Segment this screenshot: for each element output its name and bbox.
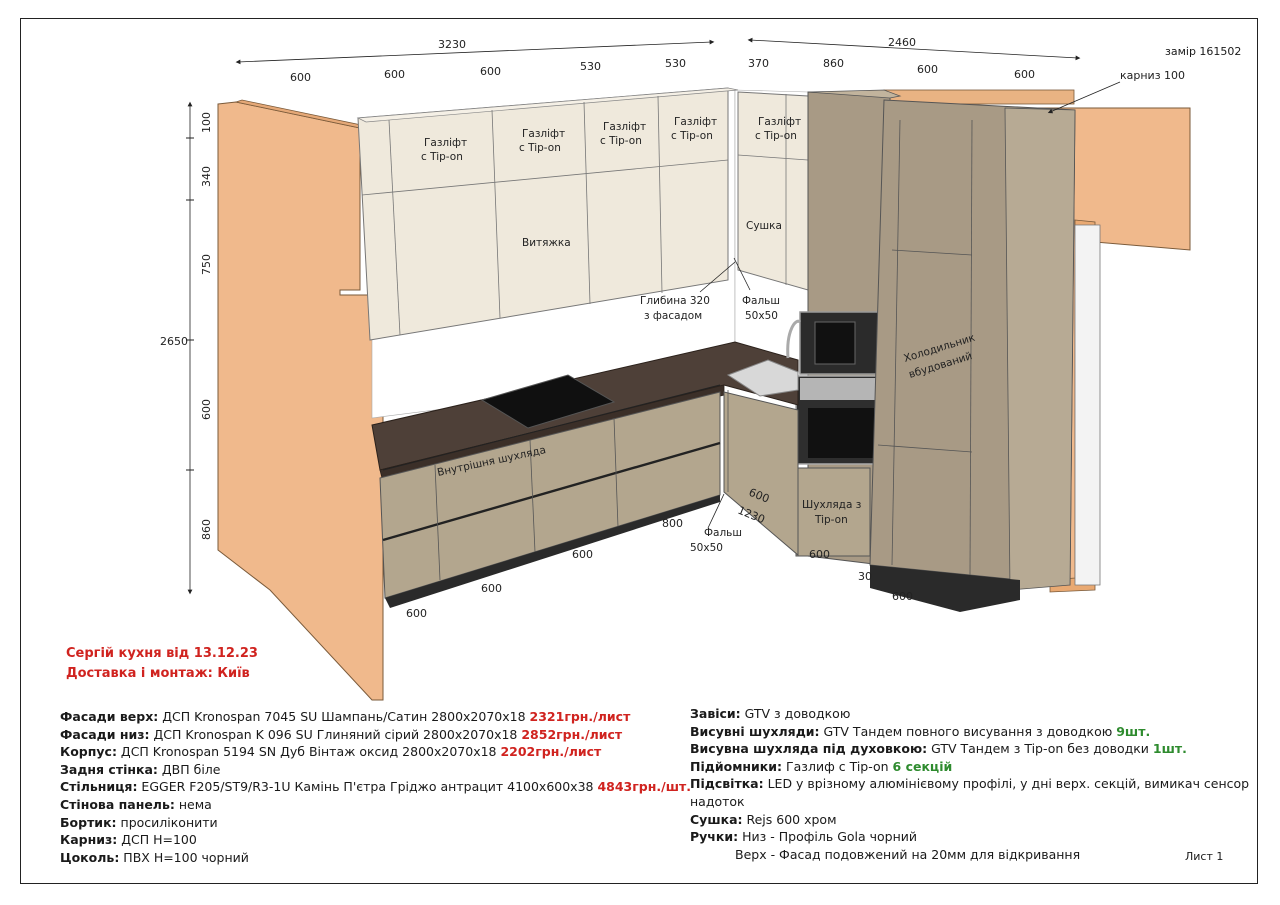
- dim-bottom-600e: 600: [809, 548, 830, 561]
- gaslift-label-5a: Газліфт: [758, 116, 801, 128]
- sheet-frame: [20, 18, 1258, 884]
- spec-row-dryer: Сушка: Rejs 600 хром: [690, 811, 837, 827]
- spec-left: Фасади верх: ДСП Kronospan 7045 SU Шампа…: [60, 708, 691, 866]
- spec-row-edge: Бортик: просиліконити: [60, 814, 218, 830]
- spec-right: Завіси: GTV з доводкою Висувні шухляди: …: [690, 705, 1249, 863]
- title-block: Сергій кухня від 13.12.23 Доставка і мон…: [66, 644, 258, 684]
- left-wall-panel: [217, 101, 384, 701]
- dim-top-7: 860: [823, 57, 844, 70]
- hood-label: Витяжка: [522, 237, 571, 249]
- spec-row-hinges: Завіси: GTV з доводкою: [690, 706, 851, 721]
- dim-bottom-600b: 600: [481, 582, 502, 595]
- right-falsh-panel: [1074, 224, 1101, 586]
- dim-top-5: 530: [665, 57, 686, 70]
- title-line-1: Сергій кухня від 13.12.23: [66, 646, 258, 661]
- spec-row-cornice: Карниз: ДСП H=100: [60, 832, 197, 848]
- tall-plinth: [870, 565, 1020, 612]
- spec-row-handles-top: Верх - Фасад подовжений на 20мм для відк…: [735, 846, 1081, 862]
- plinth-left: [385, 495, 720, 608]
- falsh-top-a: Фальш: [742, 295, 780, 307]
- dim-bottom-800: 800: [662, 517, 683, 530]
- spec-row-facades-bottom: Фасади низ: ДСП Kronospan K 096 SU Глиня…: [60, 726, 623, 742]
- title-line-2: Доставка і монтаж: Київ: [66, 666, 250, 681]
- dim-height-total: 2650: [160, 335, 188, 348]
- sheet-label: Лист 1: [1185, 850, 1224, 863]
- gaslift-label-4b: с Tip-on: [671, 130, 713, 142]
- dim-bottom-600c: 600: [572, 548, 593, 561]
- dim-top-2: 600: [384, 68, 405, 81]
- spec-row-facades-top: Фасади верх: ДСП Kronospan 7045 SU Шампа…: [60, 709, 631, 724]
- spec-row-wall-panel: Стінова панель: нема: [60, 796, 212, 812]
- spec-row-lighting-cont: надоток: [690, 793, 745, 809]
- tall-cabinet-top: [807, 89, 902, 99]
- dim-top-3: 600: [480, 65, 501, 78]
- drawer-tipon-a: Шухляда з: [802, 499, 861, 511]
- dim-top-1: 600: [290, 71, 311, 84]
- upper-top-strip: [356, 87, 739, 123]
- gaslift-label-3b: с Tip-on: [600, 135, 642, 147]
- depth-label-a: Глибина 320: [640, 295, 710, 307]
- spec-row-drawers: Висувні шухляди: GTV Тандем повного вису…: [690, 723, 1151, 739]
- falsh-top-b: 50x50: [745, 310, 778, 322]
- dim-vert-3: 750: [200, 254, 213, 275]
- dim-bottom-600f: 600: [892, 590, 913, 603]
- gaslift-label-1a: Газліфт: [424, 137, 467, 149]
- spec-row-handles: Ручки: Низ - Профіль Gola чорний: [690, 829, 918, 845]
- hob: [480, 374, 616, 429]
- drawer-tipon-b: Tip-on: [814, 514, 848, 526]
- lower-cabinets-corner: [723, 391, 799, 557]
- oven-drawer: [795, 467, 871, 557]
- spec-row-oven-drawer: Висувна шухляда під духовкою: GTV Тандем…: [690, 741, 1187, 757]
- dim-vert-2: 340: [200, 166, 213, 187]
- gaslift-label-4a: Газліфт: [674, 116, 717, 128]
- gaslift-label-2b: с Tip-on: [519, 142, 561, 154]
- gaslift-label-5b: с Tip-on: [755, 130, 797, 142]
- spec-row-plinth: Цоколь: ПВХ H=100 чорний: [60, 849, 249, 865]
- spec-row-carcass: Корпус: ДСП Kronospan 5194 SN Дуб Вінтаж…: [60, 744, 602, 760]
- gaslift-label-3a: Газліфт: [603, 121, 646, 133]
- dim-top-9: 600: [1014, 68, 1035, 81]
- dim-vert-4: 600: [200, 399, 213, 420]
- falsh-bottom-b: 50x50: [690, 542, 723, 554]
- dim-top-8: 600: [917, 63, 938, 76]
- dryer-label: Сушка: [746, 220, 782, 232]
- dim-vert-5: 860: [200, 519, 213, 540]
- spec-row-lifts: Підйомники: Газлиф с Tip-on 6 секцій: [690, 758, 953, 774]
- spec-row-countertop: Стільниця: EGGER F205/ST9/R3-1U Камінь П…: [60, 779, 691, 795]
- gaslift-label-1b: с Tip-on: [421, 151, 463, 163]
- dim-overall-left: 3230: [438, 38, 466, 51]
- dim-bottom-30: 30: [858, 570, 872, 583]
- dim-bottom-600a: 600: [406, 607, 427, 620]
- dim-top-6: 370: [748, 57, 769, 70]
- sink: [726, 359, 799, 397]
- dim-top-4: 530: [580, 60, 601, 73]
- spec-row-back-wall: Задня стінка: ДВП біле: [60, 761, 221, 777]
- dim-overall-right: 2460: [888, 36, 916, 49]
- measure-label: замір 161502: [1165, 45, 1242, 58]
- gaslift-label-2a: Газліфт: [522, 128, 565, 140]
- dim-cornice: карниз 100: [1120, 69, 1185, 82]
- falsh-bottom-a: Фальш: [704, 527, 742, 539]
- tap: [786, 319, 802, 359]
- spec-row-lighting: Підсвітка: LED у врізному алюмінієвому п…: [690, 776, 1250, 792]
- dim-vert-1: 100: [200, 112, 213, 133]
- depth-label-b: з фасадом: [644, 310, 702, 322]
